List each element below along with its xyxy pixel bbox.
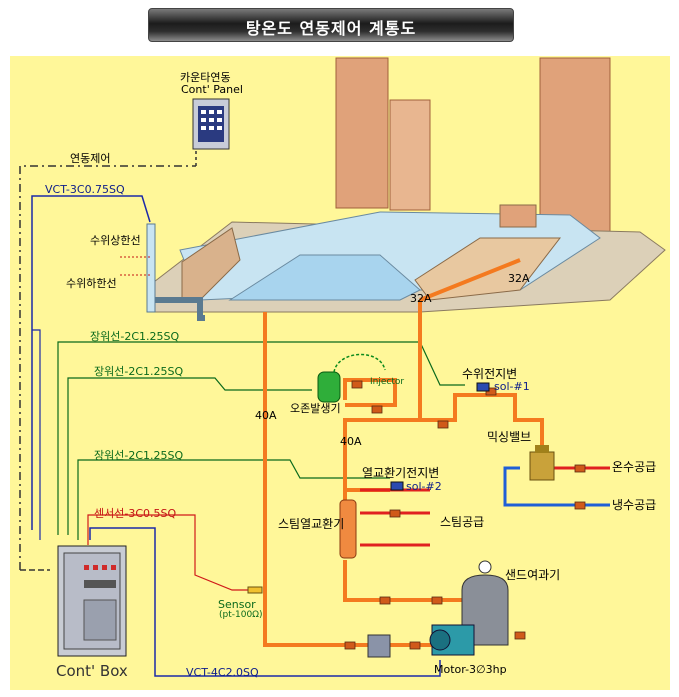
ozone-label: 오존발생기 [290, 402, 341, 415]
strainer[interactable] [367, 634, 391, 658]
pipe-40a-label-1: 40A [255, 409, 277, 422]
level-sensor-pipe [146, 223, 156, 313]
level-sensor-drain [155, 297, 205, 321]
cable-red-sensor [87, 514, 248, 591]
vct-cable-top [31, 195, 151, 530]
mixing-valve[interactable] [529, 445, 555, 481]
valves[interactable] [344, 380, 586, 650]
vct-top-label: VCT-3C0.75SQ [45, 183, 125, 196]
solenoid-valve-1[interactable] [476, 382, 490, 392]
control-box[interactable] [57, 545, 127, 657]
injector-label: Injector [370, 377, 405, 387]
cable-3-label: 장워선-2C1.25SQ [94, 449, 184, 462]
hx-valve-label: 열교환기전지변 [362, 466, 440, 480]
steam-hx-label: 스팀열교환기 [278, 517, 345, 531]
solenoid-valve-2[interactable] [390, 481, 404, 491]
cold-pipes [503, 466, 610, 507]
orange-pipes [263, 258, 544, 647]
sol2-label: sol-#2 [406, 480, 442, 493]
cable-green-3 [77, 459, 390, 540]
pipe-32a-mid-label: 32A [410, 292, 432, 305]
cable-2-label: 장워선-2C1.25SQ [94, 365, 184, 378]
pipe-40a-label-2: 40A [340, 435, 362, 448]
sensor-label: Sensor [218, 598, 256, 611]
panel-name-label: 카운타연동 [180, 71, 231, 84]
vct-bottom-label: VCT-4C2.0SQ [186, 666, 259, 679]
water-lower-label: 수위하한선 [66, 277, 117, 290]
cable-1-label: 장워선-2C1.25SQ [90, 330, 180, 343]
hot-supply-label: 온수공급 [612, 460, 657, 474]
ozone-generator[interactable] [317, 353, 386, 403]
temperature-sensor [247, 586, 263, 594]
control-panel[interactable] [192, 98, 230, 150]
link-control-line [19, 165, 196, 570]
link-control-label: 연동제어 [70, 152, 111, 165]
panel-sub-label: Cont' Panel [181, 83, 243, 96]
sensor-cable-label: 센서선-3C0.5SQ [94, 507, 177, 520]
steam-supply-label: 스팀공급 [440, 515, 485, 529]
sand-filter-label: 샌드여과기 [505, 568, 561, 582]
cable-green-2 [67, 377, 312, 535]
pump-motor[interactable] [429, 624, 475, 656]
mixing-valve-label: 믹싱밸브 [487, 430, 532, 444]
bath-structure [149, 204, 666, 313]
title-bar: 탕온도 연동제어 계통도 [148, 8, 514, 42]
water-upper-label: 수위상한선 [90, 234, 141, 247]
building-pillars [335, 57, 611, 239]
steam-heat-exchanger[interactable] [339, 499, 357, 559]
sol1-label: sol-#1 [494, 380, 530, 393]
cable-blue-top-link [32, 329, 41, 540]
page-title: 탕온도 연동제어 계통도 [245, 19, 417, 38]
level-valve-label: 수위전지변 [462, 367, 518, 381]
motor-label: Motor-3∅3hp [434, 663, 507, 676]
pipe-32a-top-label: 32A [508, 272, 530, 285]
cold-supply-label: 냉수공급 [612, 498, 657, 512]
cable-blue-bottom [89, 527, 441, 677]
cont-box-label: Cont' Box [56, 662, 128, 680]
sensor-sub-label: (pt-100Ω) [219, 610, 263, 620]
